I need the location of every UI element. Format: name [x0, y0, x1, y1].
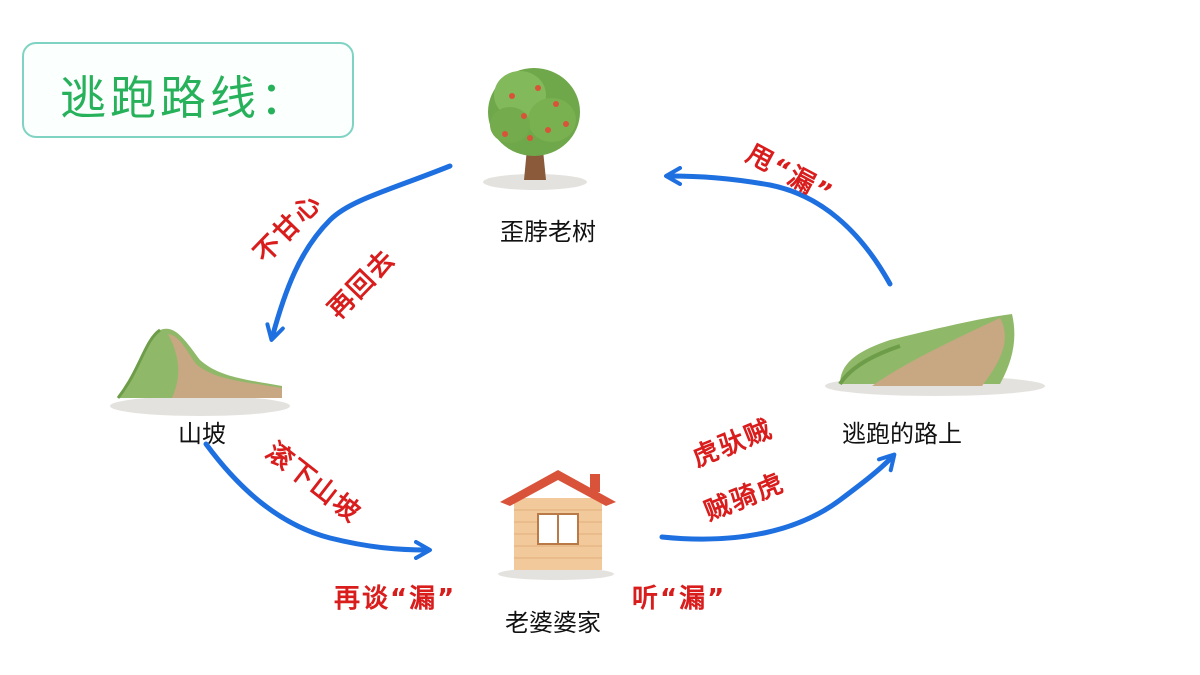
diagram-title: 逃跑路线： — [60, 71, 310, 125]
arrow-house-to-road — [659, 452, 897, 542]
tree-icon — [483, 68, 587, 190]
node-label-road: 逃跑的路上 — [842, 420, 962, 448]
arrow-hill-to-house — [203, 441, 432, 560]
node-label-house: 老婆婆家 — [505, 609, 601, 637]
title-box: 逃跑路线： — [22, 42, 354, 138]
arrow-tree-to-hill — [265, 163, 453, 342]
node-label-tree: 歪脖老树 — [500, 218, 596, 246]
edge-label-house-left: 再谈“漏” — [334, 584, 457, 614]
edge-label-house-right: 听“漏” — [632, 584, 727, 614]
node-label-hill: 山坡 — [178, 420, 226, 448]
arrow-road-to-tree — [664, 166, 893, 287]
house-icon — [498, 470, 616, 580]
hill-icon — [110, 328, 290, 416]
road-icon — [825, 314, 1045, 396]
